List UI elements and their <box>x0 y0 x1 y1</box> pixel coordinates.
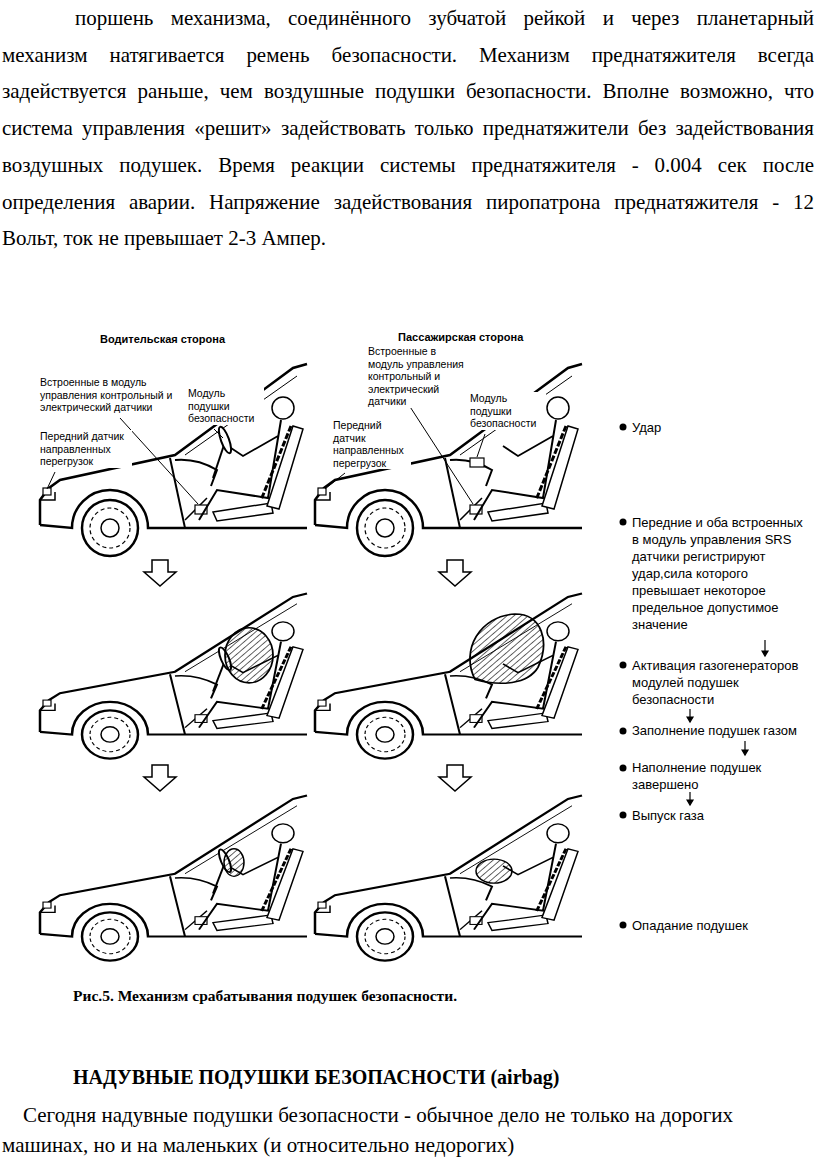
arrow-head <box>687 717 693 722</box>
arrow-head <box>687 800 693 805</box>
body-paragraph: Сегодня надувные подушки безопасности - … <box>2 1100 772 1157</box>
inflated-airbag <box>470 614 543 683</box>
car-figure <box>40 593 307 758</box>
car-figure <box>40 364 307 556</box>
driver-panel <box>40 593 307 758</box>
step-text: Заполнение подушек газом <box>632 722 812 739</box>
bullet <box>620 812 627 819</box>
bullet <box>620 728 627 735</box>
step-text: Удар <box>632 419 812 436</box>
arrow-head <box>762 651 768 656</box>
deflated-airbag <box>224 849 244 877</box>
arrow-head <box>742 750 748 755</box>
inflated-airbag <box>225 628 273 683</box>
callout-label: Передний датчик направленных перегрузок <box>40 430 132 468</box>
bullet <box>620 519 627 526</box>
leader-line <box>325 473 345 489</box>
passenger-panel <box>315 593 582 758</box>
car-figure <box>315 593 582 758</box>
leader-line <box>47 472 55 489</box>
step-text: Опадание подушек <box>632 917 812 934</box>
step-text: Выпуск газа <box>632 807 812 824</box>
block-arrow <box>144 560 176 586</box>
steering-wheel <box>213 425 234 478</box>
passenger-panel <box>315 795 582 960</box>
bullet <box>620 662 627 669</box>
block-arrow <box>439 560 471 586</box>
block-arrow <box>439 765 471 791</box>
callout-label: Модуль подушки безопасности <box>188 387 264 425</box>
bullet <box>620 922 627 929</box>
bullet <box>620 765 627 772</box>
column-heading: Пассажирская сторона <box>398 331 558 344</box>
callout-label: Передний датчик направленных перегрузок <box>333 419 411 469</box>
step-arrows <box>144 560 471 791</box>
step-text: Наполнение подушек завершено <box>632 759 812 793</box>
leader-line <box>477 434 485 457</box>
column-heading: Водительская сторона <box>100 333 260 346</box>
driver-panel <box>40 364 307 556</box>
callout-label: Встроенные в модуль управления контрольн… <box>368 345 464 408</box>
driver-panel <box>40 795 307 960</box>
step-text: Передние и оба встроенных в модуль управ… <box>632 514 812 633</box>
list-bullets <box>620 424 627 929</box>
body-paragraph: поршень механизма, соединённого зубчатой… <box>2 0 814 257</box>
figure-caption: Рис.5. Механизм срабатывания подушек без… <box>73 986 773 1006</box>
step-text: Активация газогенераторов модулей подуше… <box>632 657 812 708</box>
deflated-airbag <box>476 859 512 883</box>
bullet <box>620 424 627 431</box>
leader-line <box>214 429 223 438</box>
section-heading: НАДУВНЫЕ ПОДУШКИ БЕЗОПАСНОСТИ (airbag) <box>73 1064 813 1090</box>
leader-line <box>405 399 473 504</box>
airbag-module <box>470 458 484 467</box>
car-figure <box>315 795 582 960</box>
block-arrow <box>144 765 176 791</box>
car-figure <box>40 795 307 960</box>
callout-label: Модуль подушки безопасности <box>470 392 546 430</box>
callout-label: Встроенные в модуль управления контрольн… <box>40 376 175 414</box>
